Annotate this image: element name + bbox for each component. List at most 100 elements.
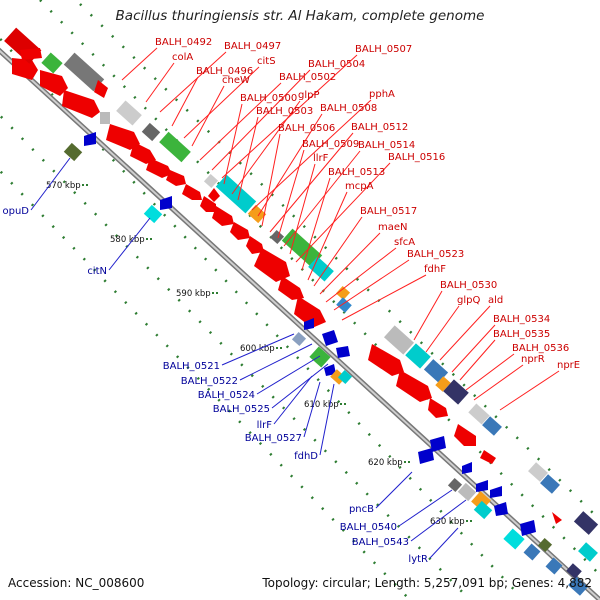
- forward-gene-label: pphA: [369, 89, 395, 100]
- forward-gene-label: BALH_0497: [224, 41, 281, 52]
- forward-gene: [405, 343, 431, 369]
- forward-gene: [63, 52, 105, 92]
- forward-gene: [335, 285, 351, 301]
- reverse-gene: [63, 142, 83, 162]
- forward-gene: [383, 325, 415, 355]
- forward-leader-line: [159, 51, 227, 113]
- forward-leader-line: [325, 247, 397, 303]
- forward-gene: [41, 52, 63, 74]
- forward-gene: [254, 248, 290, 282]
- forward-gene: [246, 236, 264, 254]
- forward-leader-line: [301, 177, 331, 271]
- forward-gene: [116, 100, 142, 126]
- forward-leader-line: [307, 191, 348, 281]
- reverse-gene-label: pncB: [349, 504, 374, 515]
- reverse-gene: [143, 204, 163, 224]
- reverse-gene: [336, 346, 350, 358]
- forward-gene-label: colA: [172, 52, 193, 63]
- forward-gene: [208, 188, 220, 202]
- forward-leader-line: [413, 290, 443, 341]
- reverse-gene: [566, 563, 582, 579]
- forward-gene-label: ald: [488, 295, 503, 306]
- reverse-gene: [545, 557, 563, 575]
- reverse-gene: [462, 462, 472, 474]
- forward-gene: [130, 142, 156, 164]
- reverse-gene-label: citN: [87, 266, 107, 277]
- forward-leader-line: [223, 103, 243, 185]
- forward-leader-line: [121, 47, 158, 81]
- reverse-gene: [304, 318, 314, 330]
- forward-gene-label: BALH_0536: [512, 343, 569, 354]
- forward-gene-label: BALH_0503: [256, 106, 313, 117]
- reverse-gene-label: BALH_0521: [163, 361, 220, 372]
- forward-leader-line: [237, 116, 259, 201]
- forward-gene: [62, 90, 100, 118]
- reverse-gene-label: fdhD: [294, 451, 318, 462]
- forward-gene: [166, 170, 186, 186]
- forward-gene: [94, 80, 108, 98]
- forward-gene: [454, 424, 476, 446]
- forward-gene-label: glpQ: [457, 295, 480, 306]
- forward-gene-label: maeN: [378, 222, 408, 233]
- forward-leader-line: [145, 62, 175, 103]
- forward-gene: [106, 124, 140, 150]
- forward-gene: [146, 158, 172, 178]
- reverse-leader-line: [221, 333, 295, 366]
- reverse-gene: [337, 369, 353, 385]
- forward-gene: [230, 222, 250, 240]
- forward-gene: [182, 184, 202, 200]
- forward-leader-line: [473, 364, 524, 401]
- reverse-gene: [324, 364, 336, 376]
- forward-gene: [215, 174, 257, 214]
- tick-label: 570 kbp: [46, 181, 81, 191]
- forward-leader-line: [425, 305, 460, 353]
- forward-gene-label: BALH_0504: [308, 59, 365, 70]
- forward-gene-label: BALH_0530: [440, 280, 497, 291]
- reverse-gene: [537, 537, 553, 553]
- forward-leader-line: [199, 82, 282, 161]
- forward-leader-line: [319, 232, 381, 295]
- forward-leader-line: [289, 163, 316, 255]
- forward-leader-line: [499, 370, 560, 411]
- reverse-gene: [494, 502, 508, 516]
- reverse-leader-line: [375, 471, 413, 509]
- reverse-leader-line: [108, 217, 151, 271]
- reverse-leader-line: [303, 381, 321, 438]
- forward-leader-line: [283, 150, 361, 247]
- forward-gene-label: BALH_0535: [493, 329, 550, 340]
- reverse-gene-labels: opuDcitNBALH_0521BALH_0522BALH_0524BALH_…: [2, 157, 467, 565]
- forward-leader-line: [183, 66, 260, 139]
- forward-gene-label: citS: [257, 56, 276, 67]
- forward-gene: [269, 229, 285, 245]
- reverse-gene: [309, 346, 331, 368]
- reverse-gene: [84, 132, 96, 146]
- reverse-gene: [520, 520, 536, 536]
- forward-gene-label: BALH_0509: [302, 139, 359, 150]
- forward-gene-label: BALH_0512: [351, 122, 408, 133]
- reverse-gene: [430, 436, 446, 452]
- tick-label: 600 kbp: [240, 344, 275, 354]
- forward-gene-label: nprE: [557, 360, 580, 371]
- reverse-leader-line: [273, 375, 313, 425]
- forward-gene-label: BALH_0534: [493, 314, 550, 325]
- forward-gene: [443, 379, 469, 405]
- forward-gene: [294, 296, 326, 328]
- reverse-gene: [503, 528, 525, 550]
- forward-leader-line: [221, 54, 358, 179]
- forward-gene-label: sfcA: [394, 237, 415, 248]
- forward-gene: [100, 112, 110, 124]
- reverse-gene-label: BALH_0543: [352, 537, 409, 548]
- forward-leader-line: [269, 132, 354, 233]
- forward-leader-line: [313, 216, 363, 287]
- forward-gene-label: fdhF: [424, 264, 446, 275]
- forward-gene-label: cheW: [222, 75, 250, 86]
- accession-text: Accession: NC_008600: [8, 576, 145, 590]
- forward-gene: [540, 474, 560, 494]
- forward-gene: [308, 256, 334, 282]
- forward-leader-line: [261, 133, 281, 227]
- reverse-gene: [457, 482, 477, 502]
- forward-gene: [552, 512, 562, 524]
